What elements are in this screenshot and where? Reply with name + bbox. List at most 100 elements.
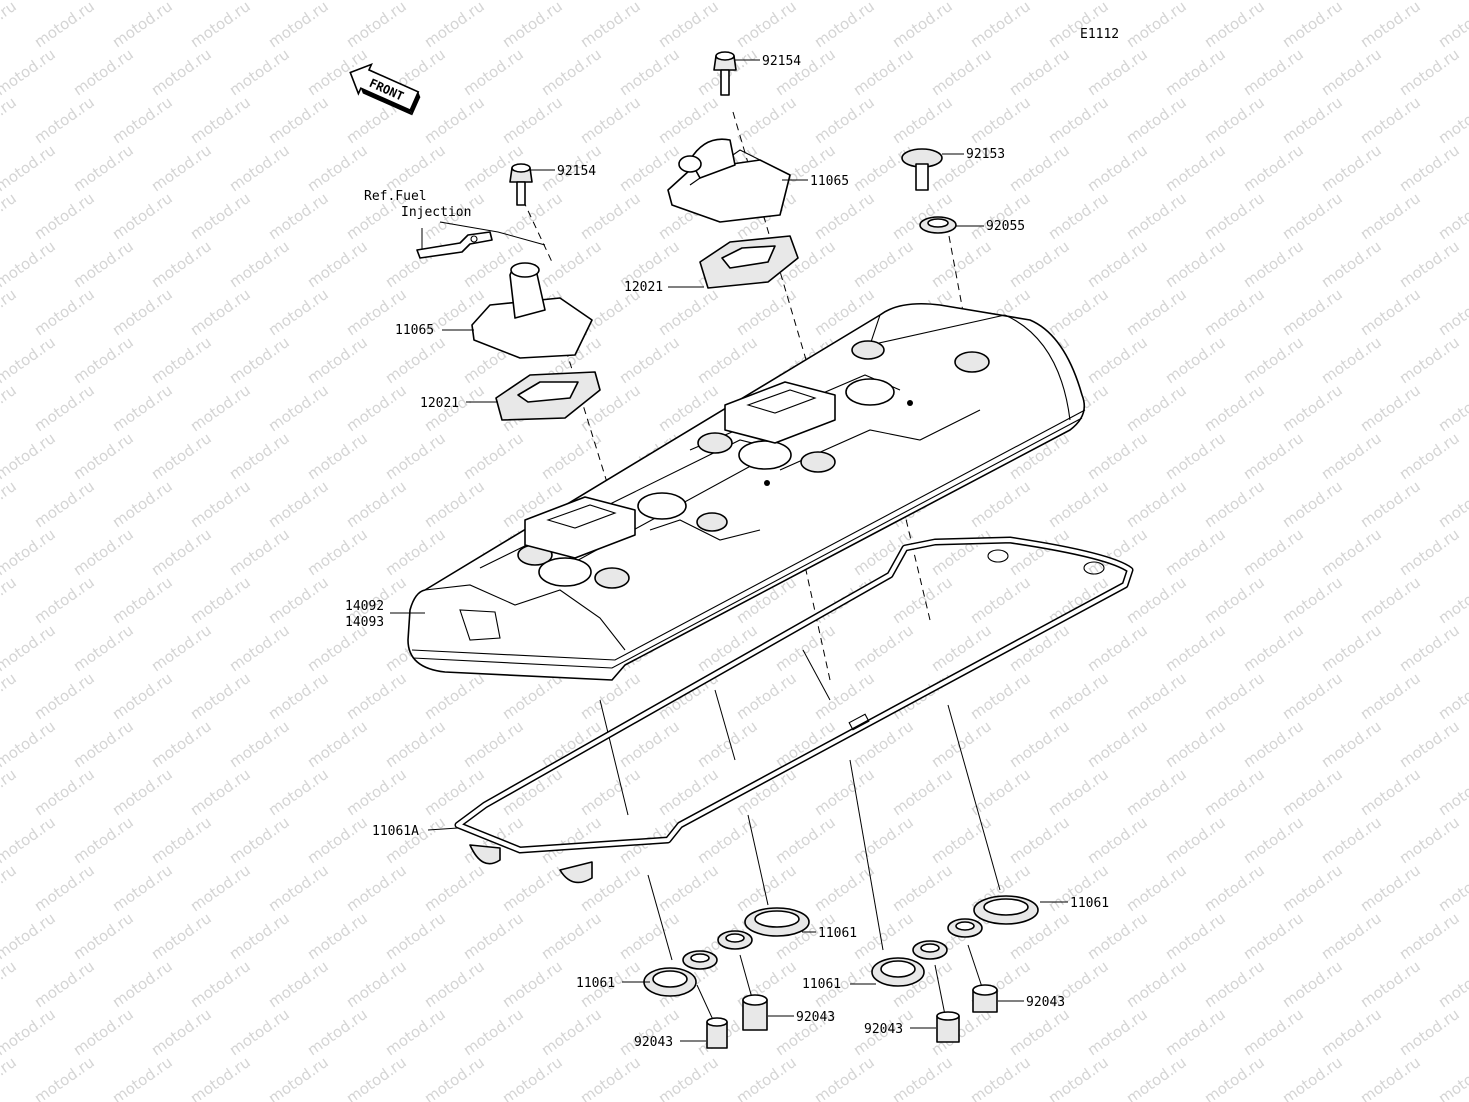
watermark-text: motod.ru bbox=[70, 333, 137, 387]
watermark-text: motod.ru bbox=[304, 1005, 371, 1059]
callout-leaders bbox=[390, 59, 1068, 1042]
watermark-text: motod.ru bbox=[382, 525, 449, 579]
watermark-text: motod.ru bbox=[772, 621, 839, 675]
watermark-text: motod.ru bbox=[1396, 333, 1463, 387]
watermark-text: motod.ru bbox=[811, 1053, 878, 1102]
watermark-text: motod.ru bbox=[811, 0, 878, 51]
watermark-text: motod.ru bbox=[382, 237, 449, 291]
watermark-text: motod.ru bbox=[109, 93, 176, 147]
watermark-text: motod.ru bbox=[109, 861, 176, 915]
watermark-text: motod.ru bbox=[109, 0, 176, 51]
watermark-text: motod.ru bbox=[1435, 669, 1469, 723]
watermark-text: motod.ru bbox=[1279, 0, 1346, 51]
watermark-text: motod.ru bbox=[31, 285, 98, 339]
watermark-text: motod.ru bbox=[304, 525, 371, 579]
watermark-text: motod.ru bbox=[1123, 573, 1190, 627]
watermark-text: motod.ru bbox=[0, 525, 59, 579]
watermark-text: motod.ru bbox=[109, 1053, 176, 1102]
watermark-text: motod.ru bbox=[187, 285, 254, 339]
watermark-text: motod.ru bbox=[31, 0, 98, 51]
watermark-text: motod.ru bbox=[31, 669, 98, 723]
watermark-text: motod.ru bbox=[1435, 189, 1469, 243]
watermark-text: motod.ru bbox=[304, 237, 371, 291]
watermark-text: motod.ru bbox=[1357, 477, 1424, 531]
watermark-text: motod.ru bbox=[1084, 237, 1151, 291]
label-12021-right: 12021 bbox=[624, 280, 663, 295]
watermark-text: motod.ru bbox=[1240, 813, 1307, 867]
watermark-text: motod.ru bbox=[1084, 717, 1151, 771]
bolt-92154-top bbox=[713, 51, 737, 96]
watermark-text: motod.ru bbox=[967, 477, 1034, 531]
label-92043-4: 92043 bbox=[1026, 995, 1065, 1010]
watermark-text: motod.ru bbox=[0, 717, 59, 771]
watermark-text: motod.ru bbox=[1279, 957, 1346, 1011]
watermark-text: motod.ru bbox=[1084, 621, 1151, 675]
watermark-text: motod.ru bbox=[1318, 813, 1385, 867]
watermark-text: motod.ru bbox=[187, 477, 254, 531]
watermark-text: motod.ru bbox=[1357, 285, 1424, 339]
watermark-text: motod.ru bbox=[538, 909, 605, 963]
watermark-text: motod.ru bbox=[577, 0, 644, 51]
watermark-text: motod.ru bbox=[928, 45, 995, 99]
watermark-text: motod.ru bbox=[1045, 0, 1112, 51]
watermark-text: motod.ru bbox=[265, 285, 332, 339]
watermark-text: motod.ru bbox=[109, 957, 176, 1011]
watermark-text: motod.ru bbox=[1318, 1005, 1385, 1059]
watermark-text: motod.ru bbox=[148, 141, 215, 195]
watermark-text: motod.ru bbox=[0, 333, 59, 387]
watermark-text: motod.ru bbox=[1357, 93, 1424, 147]
watermark-text: motod.ru bbox=[1435, 0, 1469, 51]
watermark-text: motod.ru bbox=[850, 909, 917, 963]
watermark-text: motod.ru bbox=[382, 333, 449, 387]
label-12021-left: 12021 bbox=[420, 396, 459, 411]
watermark-text: motod.ru bbox=[1396, 45, 1463, 99]
watermark-text: motod.ru bbox=[499, 0, 566, 51]
watermark-text: motod.ru bbox=[1240, 141, 1307, 195]
watermark-text: motod.ru bbox=[1396, 237, 1463, 291]
watermark-text: motod.ru bbox=[850, 813, 917, 867]
watermark-text: motod.ru bbox=[1123, 1053, 1190, 1102]
watermark-text: motod.ru bbox=[1084, 909, 1151, 963]
watermark-text: motod.ru bbox=[187, 669, 254, 723]
watermark-text: motod.ru bbox=[382, 909, 449, 963]
watermark-text: motod.ru bbox=[265, 1053, 332, 1102]
watermark-text: motod.ru bbox=[382, 141, 449, 195]
label-92043-3: 92043 bbox=[864, 1022, 903, 1037]
label-14093: 14093 bbox=[345, 615, 384, 630]
watermark-text: motod.ru bbox=[1318, 45, 1385, 99]
label-92055: 92055 bbox=[986, 219, 1025, 234]
watermark-text: motod.ru bbox=[538, 429, 605, 483]
watermark-text: motod.ru bbox=[1006, 813, 1073, 867]
plug-gasket-11061-right-upper-pair bbox=[947, 895, 1039, 938]
watermark-text: motod.ru bbox=[1435, 381, 1469, 435]
watermark-text: motod.ru bbox=[31, 477, 98, 531]
watermark-text: motod.ru bbox=[226, 813, 293, 867]
watermark-text: motod.ru bbox=[109, 477, 176, 531]
watermark-text: motod.ru bbox=[967, 573, 1034, 627]
watermark-text: motod.ru bbox=[1123, 765, 1190, 819]
collar-92043-4 bbox=[972, 984, 998, 1013]
watermark-text: motod.ru bbox=[1240, 621, 1307, 675]
watermark-text: motod.ru bbox=[187, 1053, 254, 1102]
watermark-text: motod.ru bbox=[1123, 477, 1190, 531]
watermark-text: motod.ru bbox=[850, 621, 917, 675]
watermark-text: motod.ru bbox=[538, 237, 605, 291]
watermark-text: motod.ru bbox=[343, 765, 410, 819]
watermark-text: motod.ru bbox=[226, 717, 293, 771]
watermark-text: motod.ru bbox=[1123, 957, 1190, 1011]
watermark-text: motod.ru bbox=[0, 573, 20, 627]
watermark-text: motod.ru bbox=[1396, 909, 1463, 963]
watermark-text: motod.ru bbox=[70, 621, 137, 675]
watermark-text: motod.ru bbox=[1006, 237, 1073, 291]
watermark-text: motod.ru bbox=[70, 429, 137, 483]
watermark-text: motod.ru bbox=[811, 93, 878, 147]
label-11065-right: 11065 bbox=[810, 174, 849, 189]
watermark-text: motod.ru bbox=[265, 765, 332, 819]
watermark-text: motod.ru bbox=[0, 1005, 59, 1059]
watermark-text: motod.ru bbox=[811, 765, 878, 819]
watermark-text: motod.ru bbox=[1045, 93, 1112, 147]
watermark-text: motod.ru bbox=[1201, 573, 1268, 627]
watermark-text: motod.ru bbox=[109, 381, 176, 435]
watermark-text: motod.ru bbox=[577, 765, 644, 819]
watermark-text: motod.ru bbox=[31, 1053, 98, 1102]
